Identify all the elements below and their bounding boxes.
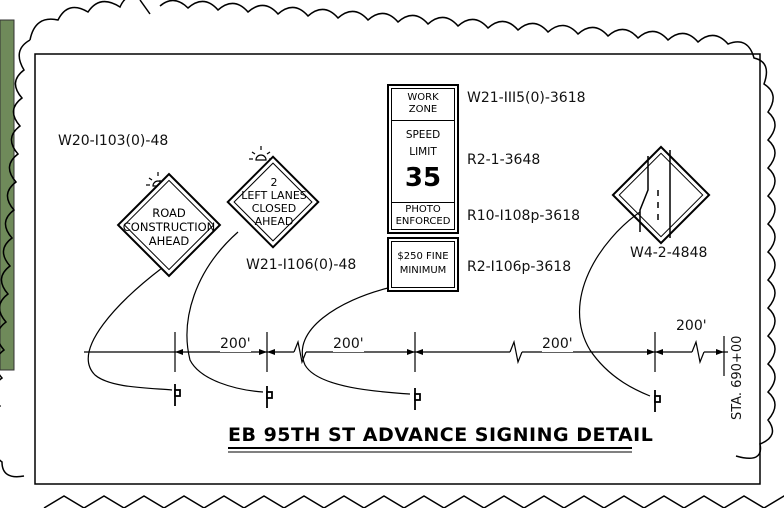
station-label: STA. 690+00 <box>730 335 745 420</box>
lane-shift-code: W4-2-4848 <box>630 245 708 261</box>
dimension-label: 200' <box>676 318 707 334</box>
work-zone-code: W21-III5(0)-3618 <box>467 90 586 106</box>
speed-limit-assembly <box>387 84 459 234</box>
road-construction-text: ROAD CONSTRUCTION AHEAD <box>122 206 216 248</box>
dimension-label: 200' <box>220 336 251 352</box>
road-construction-code: W20-I103(0)-48 <box>58 133 169 149</box>
revision-cloud <box>0 0 776 478</box>
dimension-label: 200' <box>542 336 573 352</box>
work-zone-plate: WORK ZONE <box>407 92 439 115</box>
leader-lines <box>87 179 651 397</box>
speed-limit-code: R2-1-3648 <box>467 152 541 168</box>
fine-plate <box>387 237 459 292</box>
fine-plate-text: $250 FINE MINIMUM <box>397 251 449 276</box>
speed-limit-value: 35 <box>404 163 442 193</box>
sign-posts <box>174 384 661 412</box>
detail-title: EB 95TH ST ADVANCE SIGNING DETAIL <box>228 424 654 446</box>
flasher-icon <box>249 146 273 161</box>
dimension-label: 200' <box>333 336 364 352</box>
left-lanes-closed-text: 2 LEFT LANES CLOSED AHEAD <box>241 176 307 228</box>
fine-code: R2-I106p-3618 <box>467 259 572 275</box>
detail-frame <box>34 53 761 485</box>
roadway-line <box>84 339 728 365</box>
photo-enforced-plate: PHOTO ENFORCED <box>395 204 451 227</box>
speed-limit-plate: SPEED LIMIT 35 <box>391 127 455 195</box>
revision-cloud-bottom <box>43 495 784 508</box>
left-lanes-closed-code: W21-I106(0)-48 <box>246 257 357 273</box>
photo-enforced-code: R10-I108p-3618 <box>467 208 581 224</box>
lane-shift-symbol <box>639 150 671 238</box>
